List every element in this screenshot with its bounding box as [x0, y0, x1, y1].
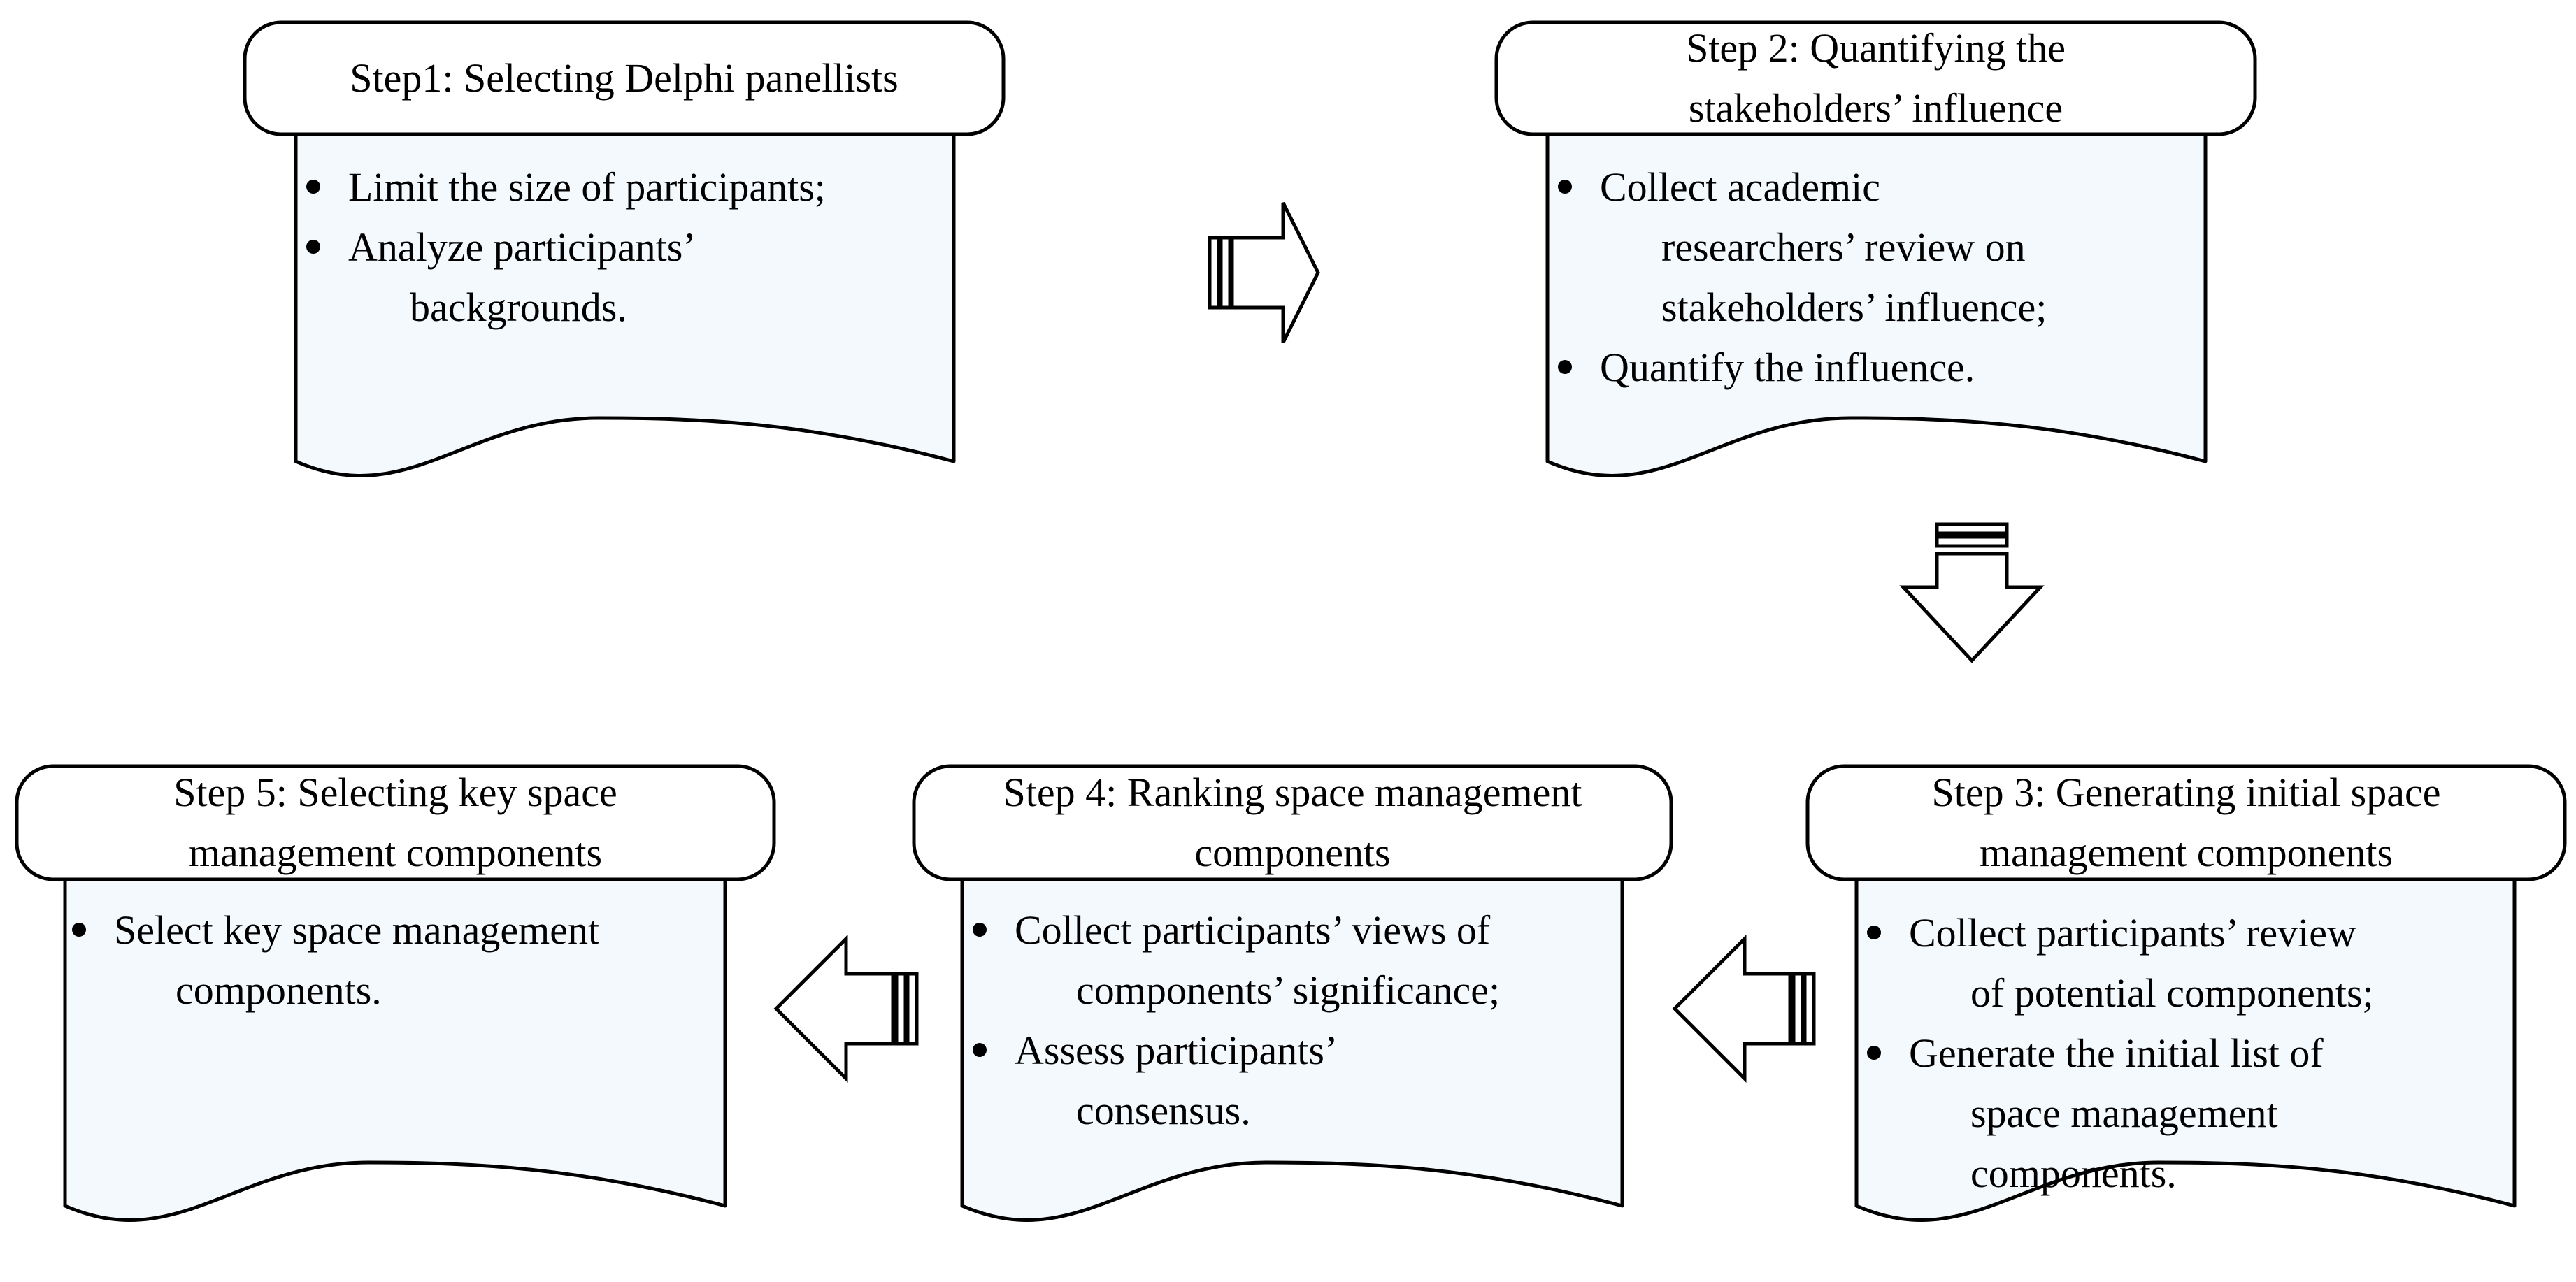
arrow-down-stripe	[1935, 522, 2009, 535]
arrow-right-stripe	[1208, 236, 1221, 310]
step-3-title-line-1: Step 3: Generating initial space	[1931, 770, 2441, 815]
step-4-title: Step 4: Ranking space management compone…	[914, 766, 1671, 879]
step-4-document-shape	[960, 876, 1624, 1222]
bullet-text-continued: consensus.	[1076, 1088, 1251, 1133]
bullet-text-continued: components.	[1970, 1151, 2177, 1196]
step-5-title-line-1: Step 5: Selecting key space	[173, 770, 617, 815]
arrow-left-step3-to-step4-stripe	[1791, 972, 1805, 1046]
bullet-text-continued: of potential components;	[1970, 970, 2374, 1016]
arrow-left-step3-to-step4-stripe	[1803, 972, 1816, 1046]
step-4-bullet-1: Collect participants’ views of component…	[967, 900, 1638, 1021]
step-2-body: Collect academic researchers’ review on …	[1552, 157, 2182, 398]
step-5-title-line-2: management components	[188, 830, 603, 875]
bullet-text-continued: backgrounds.	[410, 285, 627, 330]
step-4-title-line-2: components	[1194, 830, 1391, 875]
step-2-bullet-1: Collect academic researchers’ review on …	[1552, 157, 2182, 338]
step-1-title-box	[243, 20, 1006, 136]
bullet-text-continued: researchers’ review on	[1661, 224, 2026, 270]
arrow-left-step3-to-step4-head	[1672, 934, 1792, 1083]
step-3-title: Step 3: Generating initial space managem…	[1808, 766, 2565, 879]
bullet-text: Analyze participants’	[348, 224, 696, 270]
step-1-title-line-1: Step1: Selecting Delphi panellists	[350, 55, 899, 101]
step-3-title-box	[1805, 764, 2567, 881]
step-3-body: Collect participants’ review of potentia…	[1861, 903, 2519, 1204]
bullet-text: Limit the size of participants;	[348, 164, 826, 210]
arrow-left-step4-to-step5-stripe	[894, 972, 908, 1046]
step-2-bullet-2: Quantify the influence.	[1552, 338, 2182, 398]
step-4-body: Collect participants’ views of component…	[967, 900, 1638, 1141]
step-2-document-shape	[1545, 131, 2208, 477]
step-1-document-shape	[294, 131, 956, 477]
arrow-right-head	[1230, 201, 1320, 344]
bullet-text: Collect academic	[1600, 164, 1880, 210]
arrow-left-step4-to-step5-stripe	[906, 972, 919, 1046]
step-4-title-line-1: Step 4: Ranking space management	[1003, 770, 1582, 815]
step-1-title: Step1: Selecting Delphi panellists	[245, 22, 1003, 134]
step-5-title-box	[15, 764, 776, 881]
step-5-bullet-1: Select key space management components.	[66, 900, 738, 1021]
bullet-text: Generate the initial list of	[1909, 1030, 2324, 1076]
step-1-bullet-2: Analyze participants’ backgrounds.	[301, 217, 930, 338]
step-2-title-line-2: stakeholders’ influence	[1688, 85, 2063, 131]
step-3-bullet-1: Collect participants’ review of potentia…	[1861, 903, 2519, 1023]
step-4-title-box	[912, 764, 1673, 881]
step-3-bullet-2: Generate the initial list of space manag…	[1861, 1023, 2519, 1204]
bullet-text: Assess participants’	[1015, 1028, 1338, 1073]
step-5-title: Step 5: Selecting key space management c…	[17, 766, 774, 879]
step-3-title-line-2: management components	[1979, 830, 2393, 875]
bullet-text: Collect participants’ views of	[1015, 907, 1491, 953]
bullet-text-continued: components’ significance;	[1076, 967, 1501, 1013]
bullet-text: Collect participants’ review	[1909, 910, 2356, 956]
step-4-bullet-2: Assess participants’ consensus.	[967, 1021, 1638, 1141]
arrow-right-stripe	[1219, 236, 1232, 310]
bullet-text: Quantify the influence.	[1600, 345, 1975, 390]
bullet-text: Select key space management	[114, 907, 600, 953]
bullet-text-continued: stakeholders’ influence;	[1661, 285, 2047, 330]
step-1-body: Limit the size of participants; Analyze …	[301, 157, 930, 338]
step-2-title-box	[1494, 20, 2257, 136]
arrow-down-head	[1899, 552, 2045, 663]
step-1-bullet-1: Limit the size of participants;	[301, 157, 930, 217]
arrow-down-stripe	[1935, 535, 2009, 548]
bullet-text-continued: space management	[1970, 1090, 2278, 1136]
step-5-document-shape	[63, 876, 727, 1222]
bullet-text-continued: components.	[176, 967, 382, 1013]
step-2-title: Step 2: Quantifying the stakeholders’ in…	[1496, 22, 2255, 134]
step-5-body: Select key space management components.	[66, 900, 738, 1021]
arrow-left-step4-to-step5-head	[773, 934, 895, 1083]
step-2-title-line-1: Step 2: Quantifying the	[1686, 25, 2066, 71]
step-3-document-shape	[1854, 876, 2517, 1222]
